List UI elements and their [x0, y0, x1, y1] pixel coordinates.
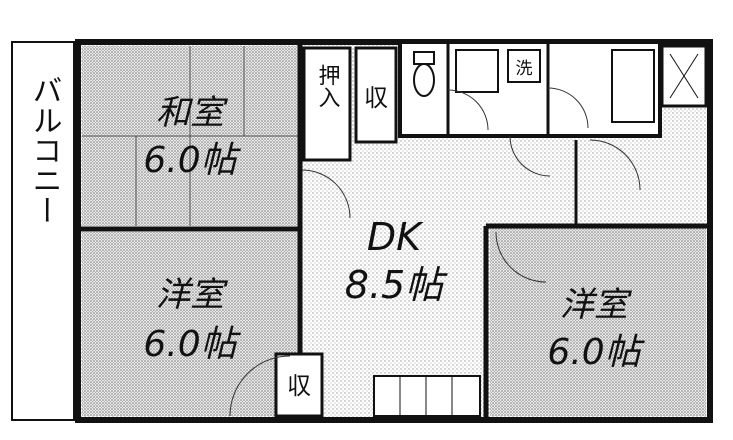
bathtub [455, 49, 499, 93]
room-youshitsu-right [490, 228, 706, 416]
dk-name: DK [367, 215, 424, 259]
oshiire-label: 押入 [315, 64, 341, 108]
closet-oshiire [302, 46, 352, 162]
toilet [413, 63, 435, 97]
dk-size: 8.5帖 [345, 263, 448, 307]
wash-label: 洗 [516, 59, 533, 79]
balcony-label: バルコニー [27, 75, 62, 225]
closet-shu-top [354, 46, 398, 144]
closet-shu-bottom [274, 352, 324, 418]
youshitsu-right-size: 6.0帖 [547, 332, 645, 373]
washing-space [507, 49, 541, 83]
washitsu-size: 6.0帖 [143, 140, 241, 181]
kitchen-counter [373, 375, 481, 417]
room-youshitsu-left [82, 232, 298, 416]
washitsu-name: 和室 [156, 93, 229, 133]
balcony-area [11, 41, 75, 421]
youshitsu-left-size: 6.0帖 [143, 324, 241, 365]
shoe-cabinet [611, 49, 655, 123]
youshitsu-left-name: 洋室 [156, 275, 229, 315]
youshitsu-right-name: 洋室 [560, 285, 633, 325]
shu-top-label: 収 [364, 84, 388, 112]
shu-bottom-label: 収 [287, 372, 311, 400]
